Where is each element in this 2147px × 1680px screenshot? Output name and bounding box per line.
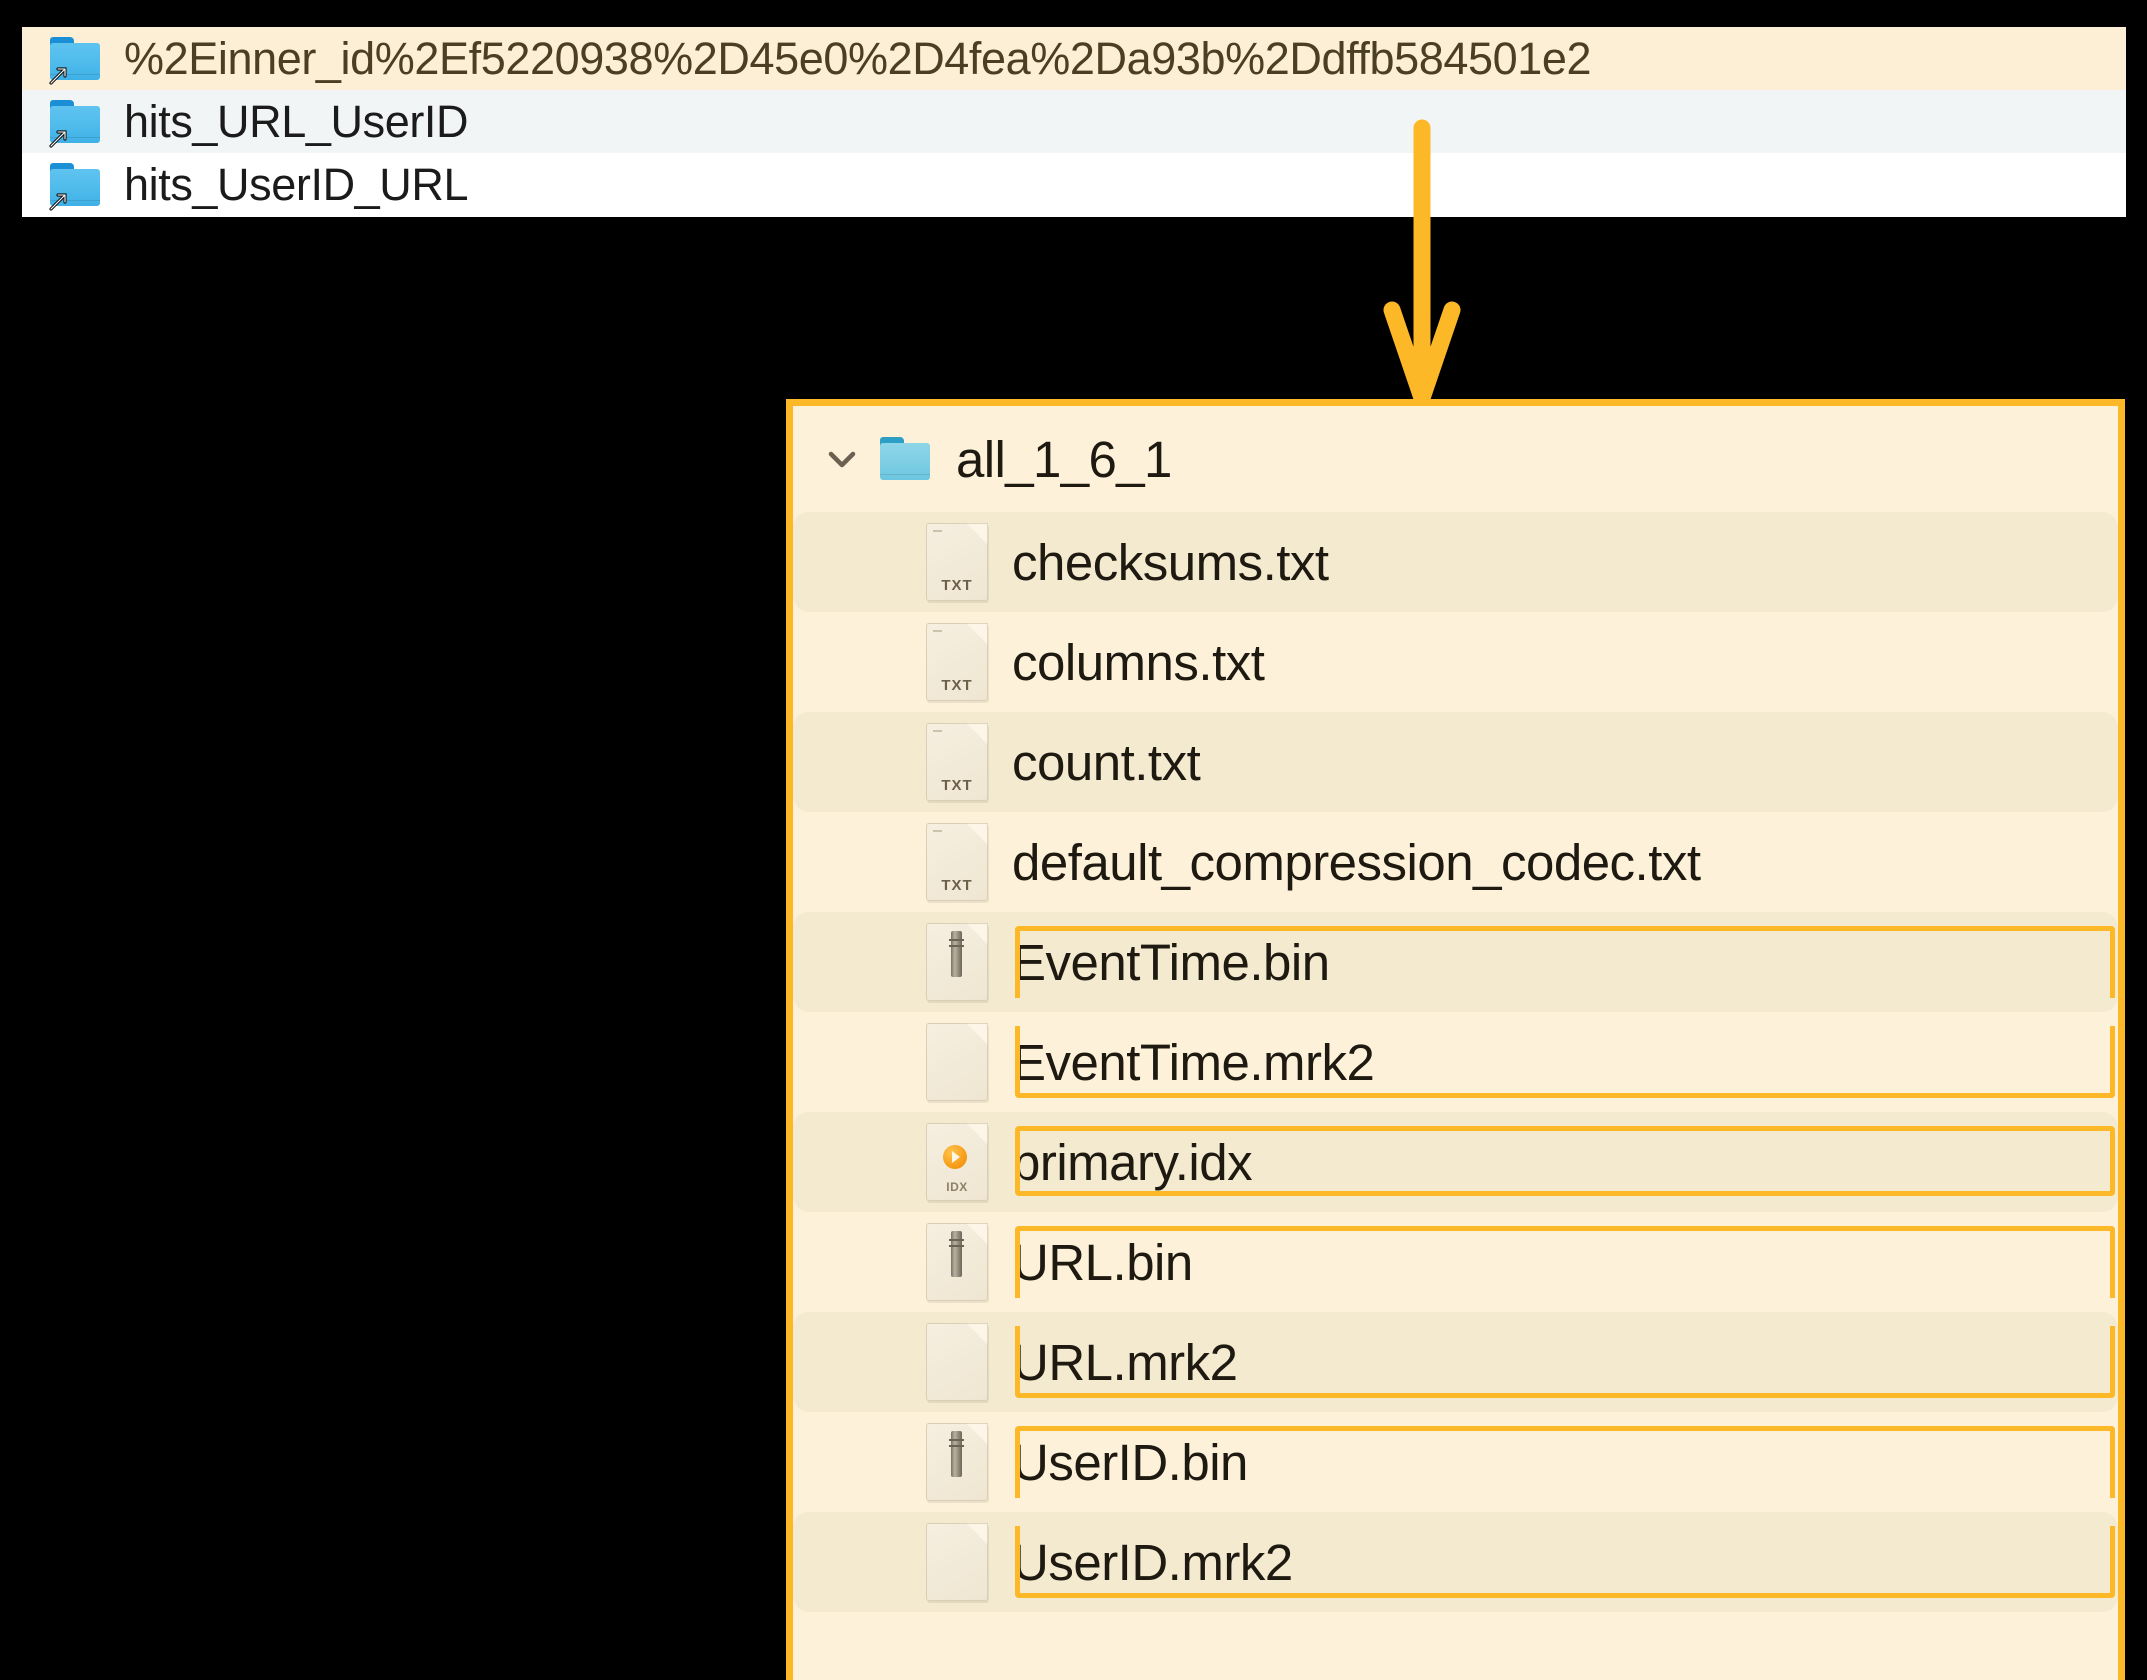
blank-file-icon xyxy=(926,1323,988,1401)
tree-file-label: UserID.bin xyxy=(1012,1433,1248,1491)
tree-file-label: EventTime.bin xyxy=(1012,933,1330,991)
down-arrow-annotation-icon xyxy=(1383,119,1461,407)
tree-file-label: count.txt xyxy=(1012,733,1201,791)
txt-file-icon: TXT xyxy=(926,723,988,801)
file-icon-ext-label: TXT xyxy=(941,577,973,594)
tree-file-label: columns.txt xyxy=(1012,633,1265,691)
tree-file-label: default_compression_codec.txt xyxy=(1012,833,1701,891)
file-icon-ext-label: IDX xyxy=(946,1180,968,1194)
txt-file-icon: TXT xyxy=(926,523,988,601)
tree-file-row[interactable]: UserID.bin xyxy=(793,1412,2118,1512)
tree-file-row[interactable]: UserID.mrk2 xyxy=(793,1512,2118,1612)
binary-file-icon xyxy=(926,923,988,1001)
tree-file-row[interactable]: TXT default_compression_codec.txt xyxy=(793,812,2118,912)
chevron-down-icon[interactable] xyxy=(822,439,862,479)
list-item-label: %2Einner_id%2Ef5220938%2D45e0%2D4fea%2Da… xyxy=(124,33,1592,84)
folder-icon xyxy=(880,437,932,481)
tree-file-row[interactable]: TXT checksums.txt xyxy=(793,512,2118,612)
list-item[interactable]: %2Einner_id%2Ef5220938%2D45e0%2D4fea%2Da… xyxy=(22,27,2126,90)
list-item[interactable]: hits_UserID_URL xyxy=(22,153,2126,216)
tree-folder-label: all_1_6_1 xyxy=(956,430,1172,488)
list-item-label: hits_URL_UserID xyxy=(124,96,469,147)
symlink-arrow-icon xyxy=(49,192,67,211)
tree-file-row[interactable]: URL.mrk2 xyxy=(793,1312,2118,1412)
symlink-arrow-icon xyxy=(49,129,67,148)
file-icon-ext-label: TXT xyxy=(941,877,973,894)
tree-file-label: checksums.txt xyxy=(1012,533,1329,591)
folder-symlink-icon xyxy=(49,162,102,211)
folder-symlink-icon xyxy=(49,36,102,85)
tree-file-label: URL.bin xyxy=(1012,1233,1193,1291)
file-tree-panel: all_1_6_1 TXT checksums.txt TXT columns. xyxy=(786,399,2125,1680)
idx-file-icon: IDX xyxy=(926,1123,988,1201)
file-icon-ext-label: TXT xyxy=(941,777,973,794)
tree-file-label: primary.idx xyxy=(1012,1133,1253,1191)
file-tree: all_1_6_1 TXT checksums.txt TXT columns. xyxy=(793,406,2118,1612)
blank-file-icon xyxy=(926,1023,988,1101)
symlink-arrow-icon xyxy=(49,66,67,85)
tree-file-row[interactable]: TXT columns.txt xyxy=(793,612,2118,712)
tree-file-row[interactable]: IDX primary.idx xyxy=(793,1112,2118,1212)
tree-file-label: URL.mrk2 xyxy=(1012,1333,1238,1391)
tree-file-label: UserID.mrk2 xyxy=(1012,1533,1293,1591)
list-item[interactable]: hits_URL_UserID xyxy=(22,90,2126,153)
tree-file-label: EventTime.mrk2 xyxy=(1012,1033,1375,1091)
tree-file-row[interactable]: URL.bin xyxy=(793,1212,2118,1312)
binary-file-icon xyxy=(926,1423,988,1501)
txt-file-icon: TXT xyxy=(926,623,988,701)
binary-file-icon xyxy=(926,1223,988,1301)
list-item-label: hits_UserID_URL xyxy=(124,159,469,210)
txt-file-icon: TXT xyxy=(926,823,988,901)
file-icon-ext-label: TXT xyxy=(941,677,973,694)
folder-symlink-icon xyxy=(49,99,102,148)
tree-file-row[interactable]: EventTime.bin xyxy=(793,912,2118,1012)
directory-listing-panel: %2Einner_id%2Ef5220938%2D45e0%2D4fea%2Da… xyxy=(22,27,2126,217)
tree-file-row[interactable]: EventTime.mrk2 xyxy=(793,1012,2118,1112)
tree-folder-row-all_1_6_1[interactable]: all_1_6_1 xyxy=(793,406,2118,512)
tree-file-row[interactable]: TXT count.txt xyxy=(793,712,2118,812)
blank-file-icon xyxy=(926,1523,988,1601)
